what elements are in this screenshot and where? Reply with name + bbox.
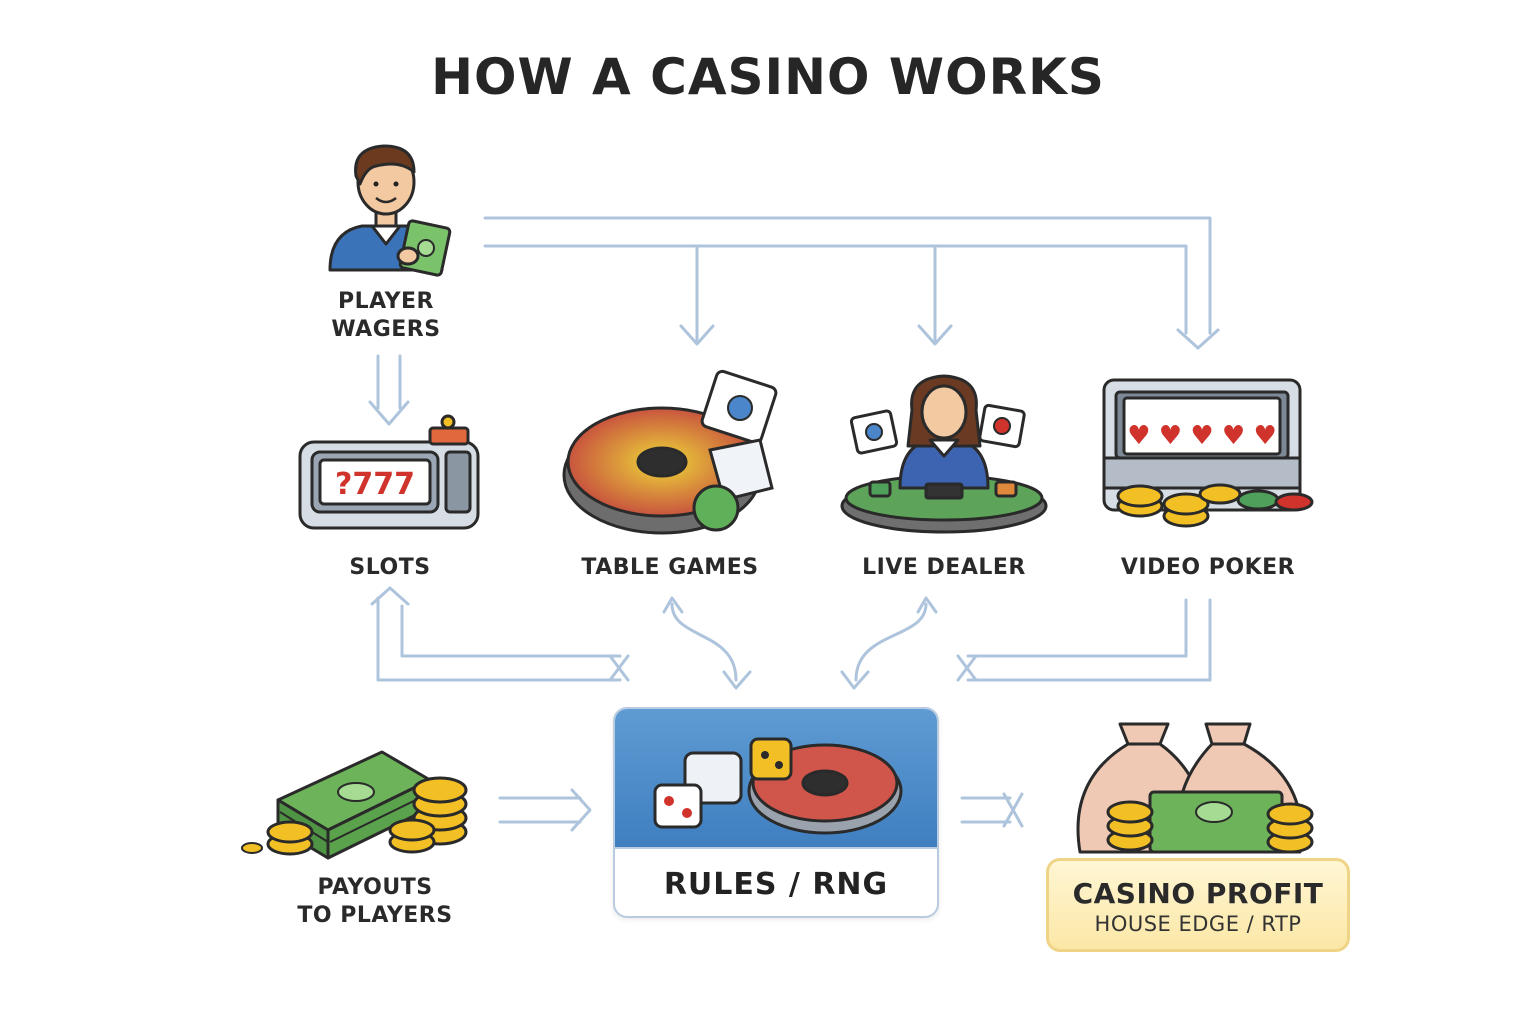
table-games-curve bbox=[670, 602, 738, 682]
slots-loop-outer bbox=[376, 596, 622, 682]
arrowhead-table-games bbox=[679, 324, 715, 346]
arrowhead-table-down bbox=[722, 670, 752, 690]
flow-arrows bbox=[368, 216, 1220, 832]
slot-reels: ?777 bbox=[335, 467, 415, 502]
video-poker-loop-cross bbox=[956, 654, 978, 682]
slot-machine-icon bbox=[298, 414, 480, 530]
diagram-title: HOW A CASINO WORKS bbox=[431, 48, 1105, 106]
profit-money-bags-icon bbox=[1076, 722, 1314, 854]
player-icon bbox=[328, 144, 452, 277]
video-poker-loop-outer bbox=[966, 598, 1212, 682]
arrowhead-slots bbox=[368, 400, 410, 426]
profit-arrow-cross bbox=[1002, 792, 1024, 828]
live-dealer-label: LIVE DEALER bbox=[862, 555, 1026, 580]
arrowhead-live-dealer bbox=[917, 324, 953, 346]
rng-illustration bbox=[615, 709, 937, 849]
rules-rng-panel: RULES / RNG bbox=[613, 707, 939, 918]
coin-stack-icon bbox=[1116, 483, 1314, 528]
live-dealer-curve bbox=[854, 602, 928, 682]
slots-label: SLOTS bbox=[349, 555, 431, 580]
rules-rng-label: RULES / RNG bbox=[663, 867, 889, 902]
bus-line-outer bbox=[483, 216, 1212, 335]
slots-loop-inner bbox=[400, 604, 622, 658]
bus-line-inner bbox=[483, 244, 1188, 335]
live-dealer-icon bbox=[840, 374, 1048, 534]
arrowhead-live-down bbox=[840, 670, 870, 690]
casino-profit-panel: CASINO PROFIT HOUSE EDGE / RTP bbox=[1046, 858, 1350, 952]
video-poker-loop-inner bbox=[966, 598, 1188, 658]
video-poker-icon: ♥ ♥ ♥ ♥ ♥ bbox=[1102, 378, 1314, 528]
roulette-wheel-icon bbox=[562, 369, 778, 535]
svg-text:♥ ♥ ♥ ♥ ♥: ♥ ♥ ♥ ♥ ♥ bbox=[1127, 421, 1277, 451]
arrowhead-slots-up bbox=[370, 586, 410, 606]
arrowhead-video-poker bbox=[1176, 328, 1220, 350]
payouts-cash-icon bbox=[241, 750, 468, 860]
video-poker-label: VIDEO POKER bbox=[1120, 555, 1296, 580]
house-edge-rtp-label: HOUSE EDGE / RTP bbox=[1094, 912, 1302, 936]
arrowhead-payouts bbox=[570, 788, 592, 832]
arrowhead-table-up bbox=[662, 596, 684, 614]
slots-loop-cross bbox=[608, 654, 630, 682]
arrowhead-live-up bbox=[916, 596, 938, 614]
table-games-label: TABLE GAMES bbox=[581, 555, 759, 580]
rng-dice-wheel-icon bbox=[653, 737, 903, 835]
casino-profit-title: CASINO PROFIT bbox=[1072, 877, 1324, 910]
